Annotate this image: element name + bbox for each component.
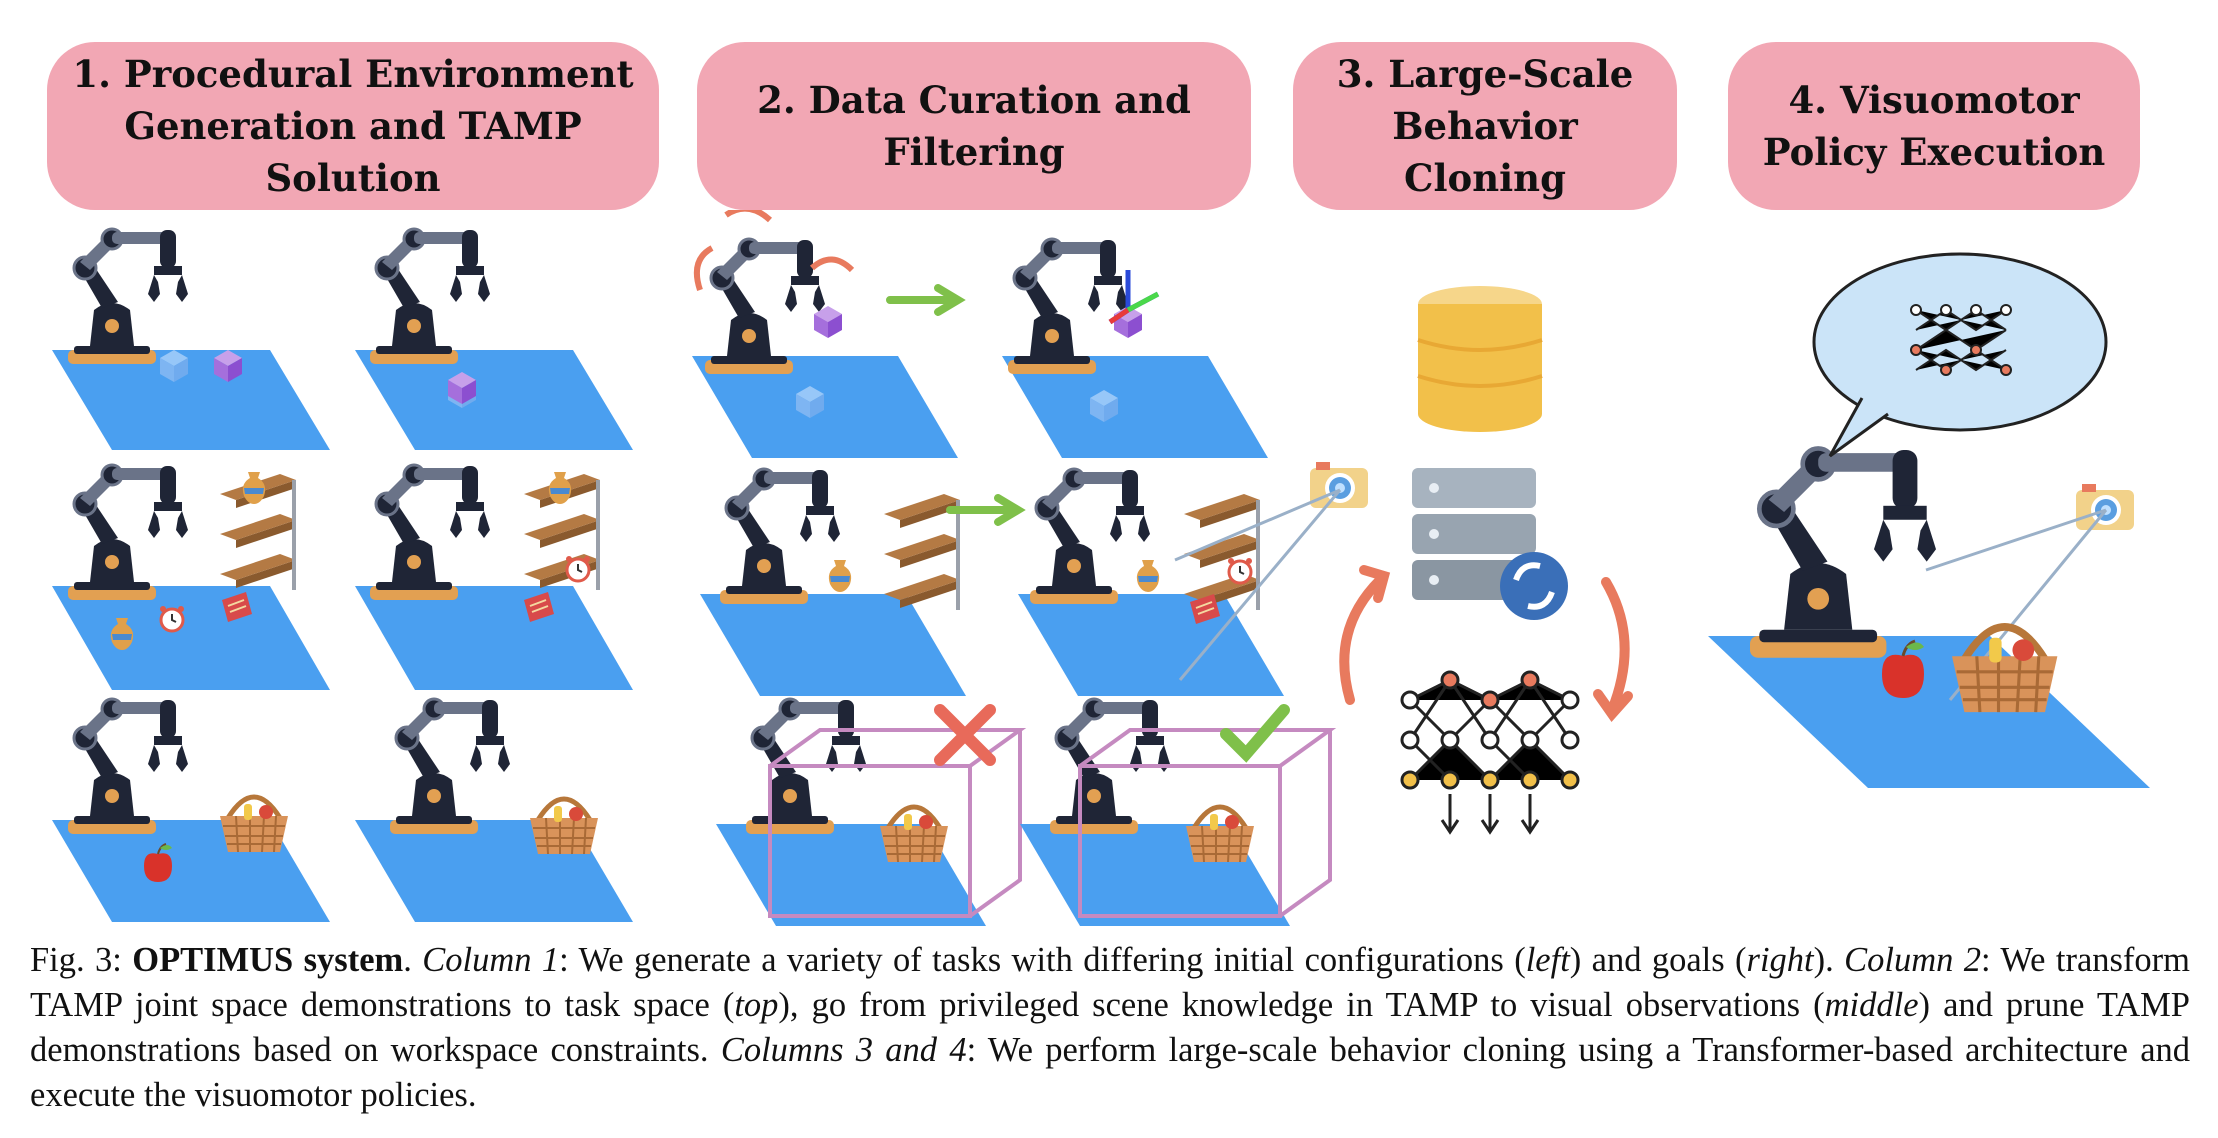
table-surface: [1708, 636, 2150, 788]
robot-arm-icon: [718, 467, 842, 606]
caption-italic: Columns 3 and 4: [720, 1031, 967, 1069]
database-icon: [1417, 286, 1543, 432]
header-data-curation: 2. Data Curation and Filtering: [697, 42, 1251, 210]
workspace-bounds: [768, 764, 972, 918]
table-surface: [52, 586, 330, 690]
caption-text: ), go from privileged scene knowledge in…: [778, 986, 1825, 1024]
table-surface: [355, 350, 633, 450]
speech-bubble: [1812, 252, 2108, 458]
alarm-clock-icon: [158, 604, 186, 633]
cycle-arrow-icon: [1339, 575, 1385, 705]
vase-icon: [1136, 560, 1160, 592]
column-1-scenes: [52, 227, 633, 922]
caption-text: ).: [1813, 941, 1845, 979]
caption-italic: top: [734, 986, 779, 1024]
robot-arm-icon: [368, 463, 492, 602]
robot-arm-icon: [1006, 237, 1130, 376]
caption-italic: Column 2: [1844, 941, 1982, 979]
workspace-bounds: [1078, 764, 1282, 918]
header-col2-text: 2. Data Curation and Filtering: [757, 78, 1191, 174]
alarm-clock-icon: [1226, 556, 1254, 585]
figure-caption: Fig. 3: OPTIMUS system. Column 1: We gen…: [30, 938, 2190, 1118]
caption-text: .: [403, 941, 423, 979]
rotation-arrow-icon: [809, 256, 855, 273]
header-behavior-cloning: 3. Large-Scale Behavior Cloning: [1293, 42, 1677, 210]
caption-text: : We transform TAMP joint space demonstr…: [30, 941, 2190, 1024]
robot-arm-icon: [368, 227, 492, 366]
robot-arm-icon: [1750, 448, 1936, 657]
robot-arm-icon: [66, 463, 190, 602]
caption-italic: left: [1525, 941, 1570, 979]
table-surface: [52, 350, 330, 450]
header-col3-text: 3. Large-Scale Behavior Cloning: [1336, 52, 1634, 200]
arrow-icon: [946, 494, 1026, 526]
table-surface: [716, 824, 986, 926]
figure-illustration: [52, 210, 2150, 926]
sync-icon: [1500, 552, 1568, 620]
header-procedural-generation: 1. Procedural Environment Generation and…: [47, 42, 659, 210]
caption-italic: Column 1: [422, 941, 560, 979]
caption-italic: right: [1746, 941, 1814, 979]
robot-arm-icon: [1028, 467, 1152, 606]
caption-prefix: Fig. 3:: [30, 941, 133, 979]
vase-icon: [242, 472, 266, 504]
caption-text: ) and prune TAMP demonstrations based on…: [30, 986, 2190, 1069]
column-2-scenes: [692, 210, 1337, 926]
caption-text: ) and goals (: [1569, 941, 1747, 979]
basket-icon: [220, 797, 288, 852]
robot-arm-icon: [703, 237, 827, 376]
checkmark-icon: [1220, 704, 1290, 763]
table-surface: [700, 594, 966, 696]
cycle-arrow-icon: [1601, 577, 1630, 715]
robot-arm-icon: [66, 697, 190, 836]
arrow-icon: [886, 284, 966, 316]
header-policy-execution: 4. Visuomotor Policy Execution: [1728, 42, 2140, 210]
robot-arm-icon: [388, 697, 512, 836]
basket-icon: [880, 807, 948, 862]
table-surface: [1018, 594, 1284, 696]
alarm-clock-icon: [564, 554, 592, 583]
neural-network-icon: [1400, 670, 1580, 835]
robot-arm-icon: [66, 227, 190, 366]
column-3-pipeline: [1174, 286, 1633, 835]
basket-icon: [530, 799, 598, 854]
table-surface: [355, 586, 633, 690]
rotation-arrow-icon: [694, 245, 714, 291]
header-col1-text: 1. Procedural Environment Generation and…: [72, 52, 634, 200]
basket-icon: [1186, 807, 1254, 862]
caption-text: : We generate a variety of tasks with di…: [559, 941, 1526, 979]
caption-text: : We perform large-scale behavior clonin…: [30, 1031, 2191, 1114]
rotation-arrow-icon: [724, 210, 773, 223]
header-col4-text: 4. Visuomotor Policy Execution: [1762, 78, 2106, 174]
camera-icon: [1310, 462, 1368, 508]
vase-icon: [548, 472, 572, 504]
table-surface: [1002, 356, 1268, 458]
camera-icon: [2076, 484, 2134, 530]
caption-bold-title: OPTIMUS system: [132, 941, 404, 979]
table-surface: [52, 820, 330, 922]
column-4-execution: [1708, 252, 2150, 788]
neural-network-icon: [1910, 304, 2012, 376]
caption-italic: middle: [1824, 986, 1919, 1024]
vase-icon: [828, 560, 852, 592]
table-surface: [692, 356, 958, 458]
cross-icon: [934, 704, 996, 766]
